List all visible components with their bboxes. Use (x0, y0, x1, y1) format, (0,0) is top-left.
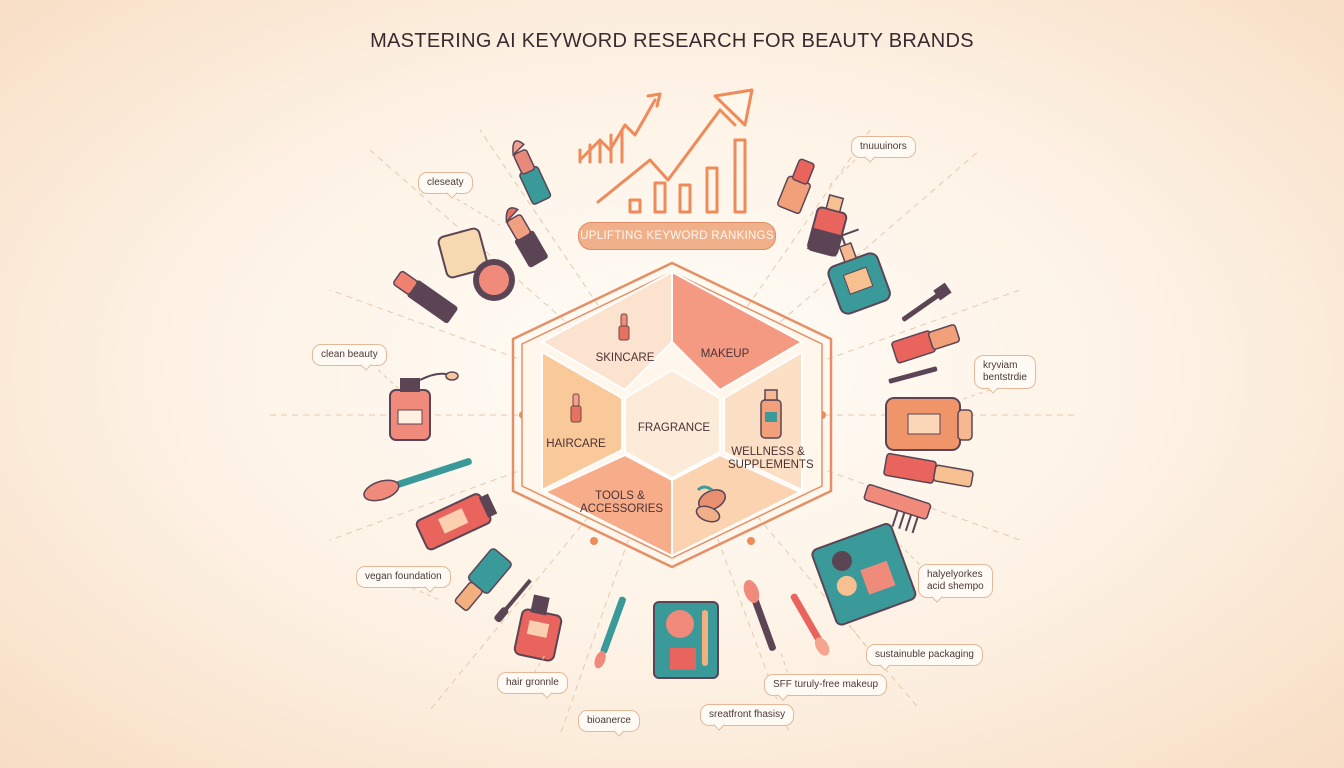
lipstick-top-right-icon (777, 158, 815, 215)
keyword-bubble-bottom-right-line1: halyelyorkes (927, 569, 983, 580)
segment-label-makeup: MAKEUP (700, 348, 750, 360)
keyword-bubble-cruelty-free: SFF turuly-free makeup (764, 674, 888, 696)
cosmetic-bag-icon (885, 397, 973, 451)
growth-chart-icon (578, 88, 754, 214)
segment-label-wellness-line1: WELLNESS & (731, 446, 805, 458)
perfume-bottle-icon (389, 371, 459, 441)
eyeshadow-palette-icon (653, 601, 719, 679)
dot-bottom-left (590, 537, 598, 545)
lipstick-left-icon (393, 270, 458, 324)
lipstick-icon (512, 140, 552, 205)
brush-icon (363, 458, 472, 502)
palette-large-icon (811, 523, 917, 626)
leaf-icon (695, 485, 726, 523)
eyeliner-right-icon (888, 366, 938, 384)
foundation-tube-icon (415, 493, 498, 551)
eyeliner-icon (594, 596, 626, 669)
segment-label-tools: TOOLS & ACCESSORIES (580, 490, 664, 516)
segment-label-wellness: WELLNESS & SUPPLEMENTS (728, 446, 814, 472)
keyword-bubble-sustainable: sustainuble packaging (866, 644, 983, 666)
bottle-wellness-icon (760, 389, 782, 439)
concealer-icon (454, 548, 512, 611)
lipstick-right-icon (883, 452, 974, 488)
keyword-bubble-bottom-left: bioanerce (578, 710, 640, 732)
bubble-connectors (377, 159, 991, 681)
comb-icon (863, 484, 932, 534)
segment-label-tools-line1: TOOLS & (595, 490, 645, 502)
keyword-bubble-sreatfront: sreatfront fhasisy (700, 704, 795, 726)
brush-bottom-2-icon (790, 593, 830, 656)
keyword-bubble-bottom-right: halyelyorkes acid shempo (918, 564, 993, 598)
keyword-bubble-vegan-foundation: vegan foundation (356, 566, 451, 588)
segment-fragrance (624, 368, 721, 480)
lipstick-small-icon (618, 313, 630, 341)
keyword-bubble-right-mid-line2: bentstrdie (983, 372, 1027, 383)
brush-bottom-icon (743, 579, 776, 651)
compact-icon (437, 227, 515, 301)
segment-label-tools-line2: ACCESSORIES (580, 503, 664, 515)
lipstick-plum-icon (505, 207, 548, 268)
segment-label-wellness-line2: SUPPLEMENTS (728, 459, 814, 471)
keyword-bubble-right-mid-line1: kryviam (983, 360, 1018, 371)
rankings-badge: UPLIFTING KEYWORD RANKINGS (578, 222, 776, 250)
nail-polish-icon (513, 594, 563, 662)
serum-bottle-icon (807, 193, 848, 257)
segment-lower-right (671, 453, 803, 558)
mascara-wand-icon (494, 578, 532, 623)
segment-label-skincare: SKINCARE (595, 352, 655, 364)
keyword-bubble-right-mid: kryviam bentstrdie (974, 355, 1036, 389)
page-title: MASTERING AI KEYWORD RESEARCH FOR BEAUTY… (370, 30, 974, 52)
keyword-bubble-top-right: tnuuuinors (851, 136, 916, 158)
segment-label-fragrance: FRAGRANCE (637, 422, 711, 434)
keyword-bubble-clean-beauty: clean beauty (312, 344, 387, 366)
dot-bottom-right (747, 537, 755, 545)
keyword-bubble-hair: hair gronnle (497, 672, 568, 694)
segment-label-haircare: HAIRCARE (546, 438, 606, 450)
keyword-bubble-bottom-right-line2: acid shempo (927, 581, 984, 592)
pump-bottle-icon (827, 228, 891, 315)
hexagon-outer (511, 261, 833, 569)
lipstick-haircare-icon (570, 393, 582, 423)
segment-makeup (671, 270, 805, 392)
lipstick-coral-icon (891, 324, 961, 364)
segment-haircare (541, 350, 623, 492)
keyword-bubble-top-left: cleseaty (418, 172, 473, 194)
mascara-icon (901, 282, 952, 322)
